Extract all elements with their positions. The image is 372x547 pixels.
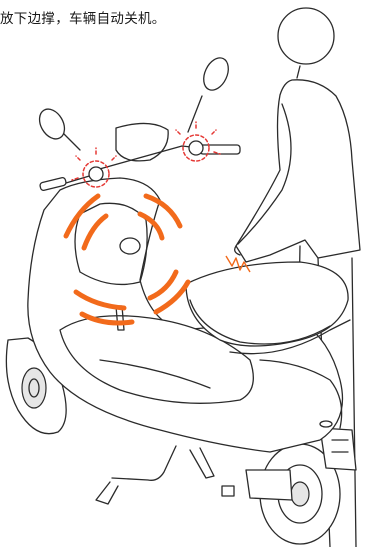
left-signal xyxy=(89,167,103,181)
person-head xyxy=(278,8,334,64)
right-signal xyxy=(189,141,203,155)
right-mirror xyxy=(199,54,233,94)
kickstand xyxy=(112,446,176,480)
left-mirror xyxy=(34,105,69,144)
headlamp-housing xyxy=(116,123,168,160)
